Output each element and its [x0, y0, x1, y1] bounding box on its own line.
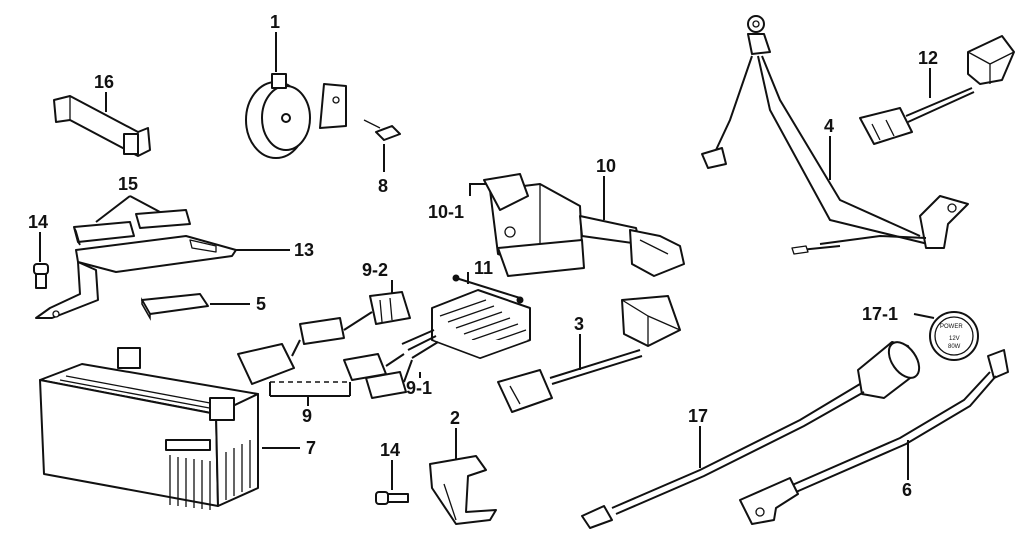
battery-part	[39, 347, 259, 510]
label-part-10: 10	[596, 156, 616, 176]
label-part-5: 5	[256, 294, 266, 314]
leader-lines	[39, 32, 935, 490]
screws-small-part	[452, 274, 524, 304]
power-socket-cable-part	[581, 341, 921, 529]
cap-brand-text: POWER	[940, 324, 963, 330]
bracket-clip-part	[429, 455, 497, 525]
pad-part	[141, 293, 209, 321]
horn-part	[245, 73, 347, 159]
connector-12-part	[859, 35, 1015, 145]
label-part-10-1: 10-1	[428, 202, 464, 222]
label-part-17: 17	[688, 406, 708, 426]
label-part-7: 7	[306, 438, 316, 458]
label-part-1: 1	[270, 12, 280, 32]
part-labels: 1 8 16 15 14 13 5 7 9-2 11 10-1 10 9-1 9…	[28, 12, 938, 500]
label-part-9-1: 9-1	[406, 378, 432, 398]
cap-spec-voltage: 12V	[949, 336, 960, 342]
label-part-11: 11	[474, 258, 493, 278]
wire-harness-part	[701, 15, 969, 255]
harness-part	[237, 291, 413, 399]
connector-lead-part	[497, 295, 681, 413]
cap-spec-watt: 80W	[948, 344, 961, 350]
regulator-part	[401, 289, 531, 359]
strap-clip-part	[53, 95, 151, 157]
label-part-17-1: 17-1	[862, 304, 898, 324]
rubber-pads-part	[73, 209, 191, 246]
screw-part	[363, 119, 401, 141]
label-part-9: 9	[302, 406, 312, 426]
bolt-bottom-part	[375, 491, 409, 505]
label-part-4: 4	[824, 116, 834, 136]
label-part-14-left: 14	[28, 212, 48, 232]
label-part-16: 16	[94, 72, 114, 92]
ground-cable-part	[739, 349, 1009, 525]
label-part-15: 15	[118, 174, 138, 194]
battery-plate-part	[35, 235, 237, 319]
label-part-12: 12	[918, 48, 938, 68]
label-part-3: 3	[574, 314, 584, 334]
relay-assembly-part	[483, 173, 685, 277]
label-part-2: 2	[450, 408, 460, 428]
label-part-6: 6	[902, 480, 912, 500]
label-part-9-2: 9-2	[362, 260, 388, 280]
power-cap-part: POWER 12V 80W	[929, 311, 979, 361]
label-part-8: 8	[378, 176, 388, 196]
label-part-13: 13	[294, 240, 314, 260]
label-part-14-bottom: 14	[380, 440, 400, 460]
bolt-left-part	[33, 263, 49, 289]
